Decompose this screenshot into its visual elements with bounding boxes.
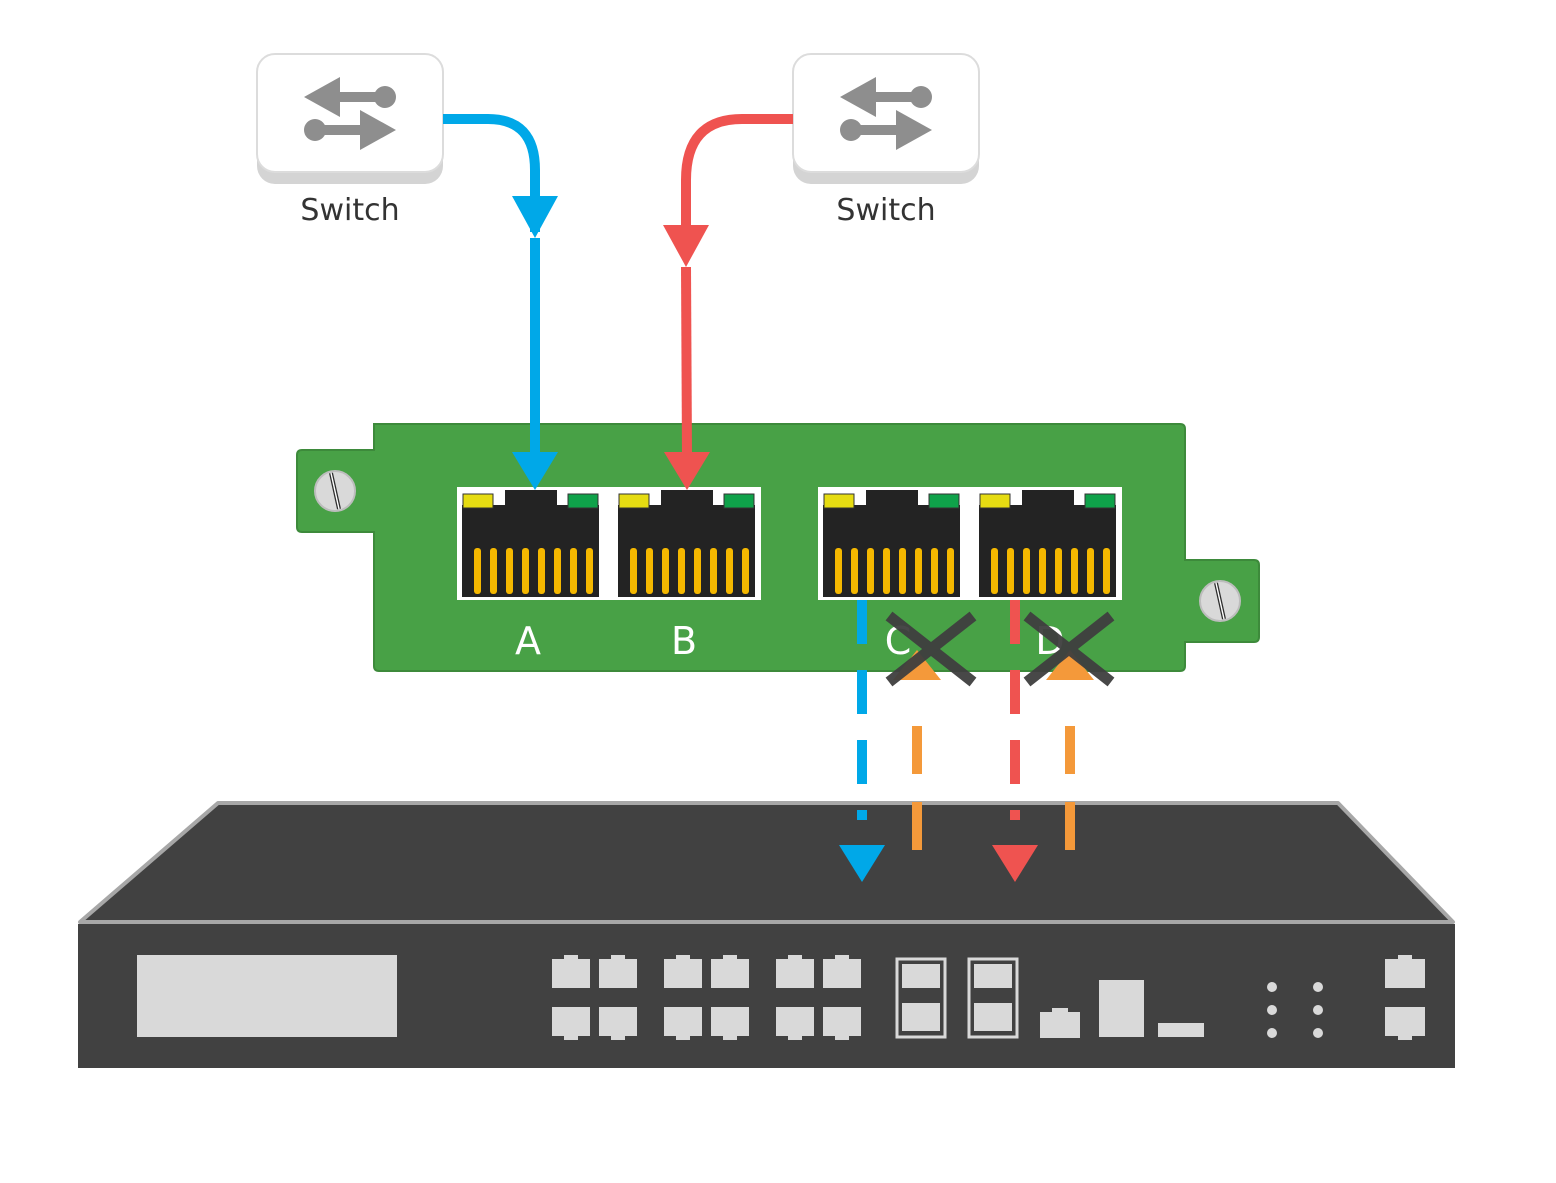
bidirectional-arrows-icon — [304, 77, 396, 150]
port-b — [618, 490, 755, 597]
switch-label: Switch — [836, 193, 935, 228]
port-d — [979, 490, 1116, 597]
bypass-module: A B C D — [296, 423, 1260, 672]
network-appliance-icon — [78, 801, 1455, 1068]
link-port-d-to-appliance-blocked — [992, 600, 1094, 882]
port-a — [462, 490, 599, 597]
switch-right: Switch — [792, 53, 980, 228]
bidirectional-arrows-icon — [840, 77, 932, 150]
blocked-x-icon — [1023, 611, 1115, 687]
link-switch2-to-port-b — [663, 114, 793, 490]
port-label-b: B — [671, 619, 697, 663]
screw-icon — [314, 470, 356, 512]
switch-left: Switch — [256, 53, 444, 228]
screw-icon — [1199, 580, 1241, 622]
port-c — [823, 490, 960, 597]
blocked-x-icon — [885, 611, 977, 687]
appliance-ports — [552, 955, 1425, 1040]
link-switch1-to-port-a — [443, 114, 558, 490]
switch-label: Switch — [300, 193, 399, 228]
port-label-a: A — [515, 619, 541, 663]
display-panel — [137, 955, 397, 1037]
